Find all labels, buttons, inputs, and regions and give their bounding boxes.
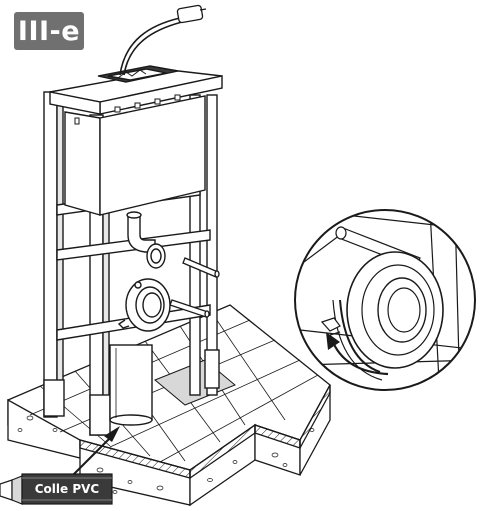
cable-connector	[176, 4, 207, 24]
drain-pipe	[109, 344, 153, 426]
glue-tube	[0, 473, 113, 505]
glue-label-box: Colle PVC	[22, 474, 112, 504]
rotation-arrow	[330, 339, 389, 376]
glue-label: Colle PVC	[34, 482, 100, 496]
flush-cable	[119, 17, 183, 76]
threaded-rods	[169, 257, 220, 318]
detail-zoom	[294, 209, 476, 391]
step-label: III-e	[17, 15, 81, 47]
toilet-outlet	[117, 278, 171, 332]
glue-pointer-arrow	[71, 426, 120, 477]
step-badge: III-e	[14, 12, 84, 50]
flush-pipe	[126, 211, 166, 269]
mounting-frame	[43, 65, 223, 436]
